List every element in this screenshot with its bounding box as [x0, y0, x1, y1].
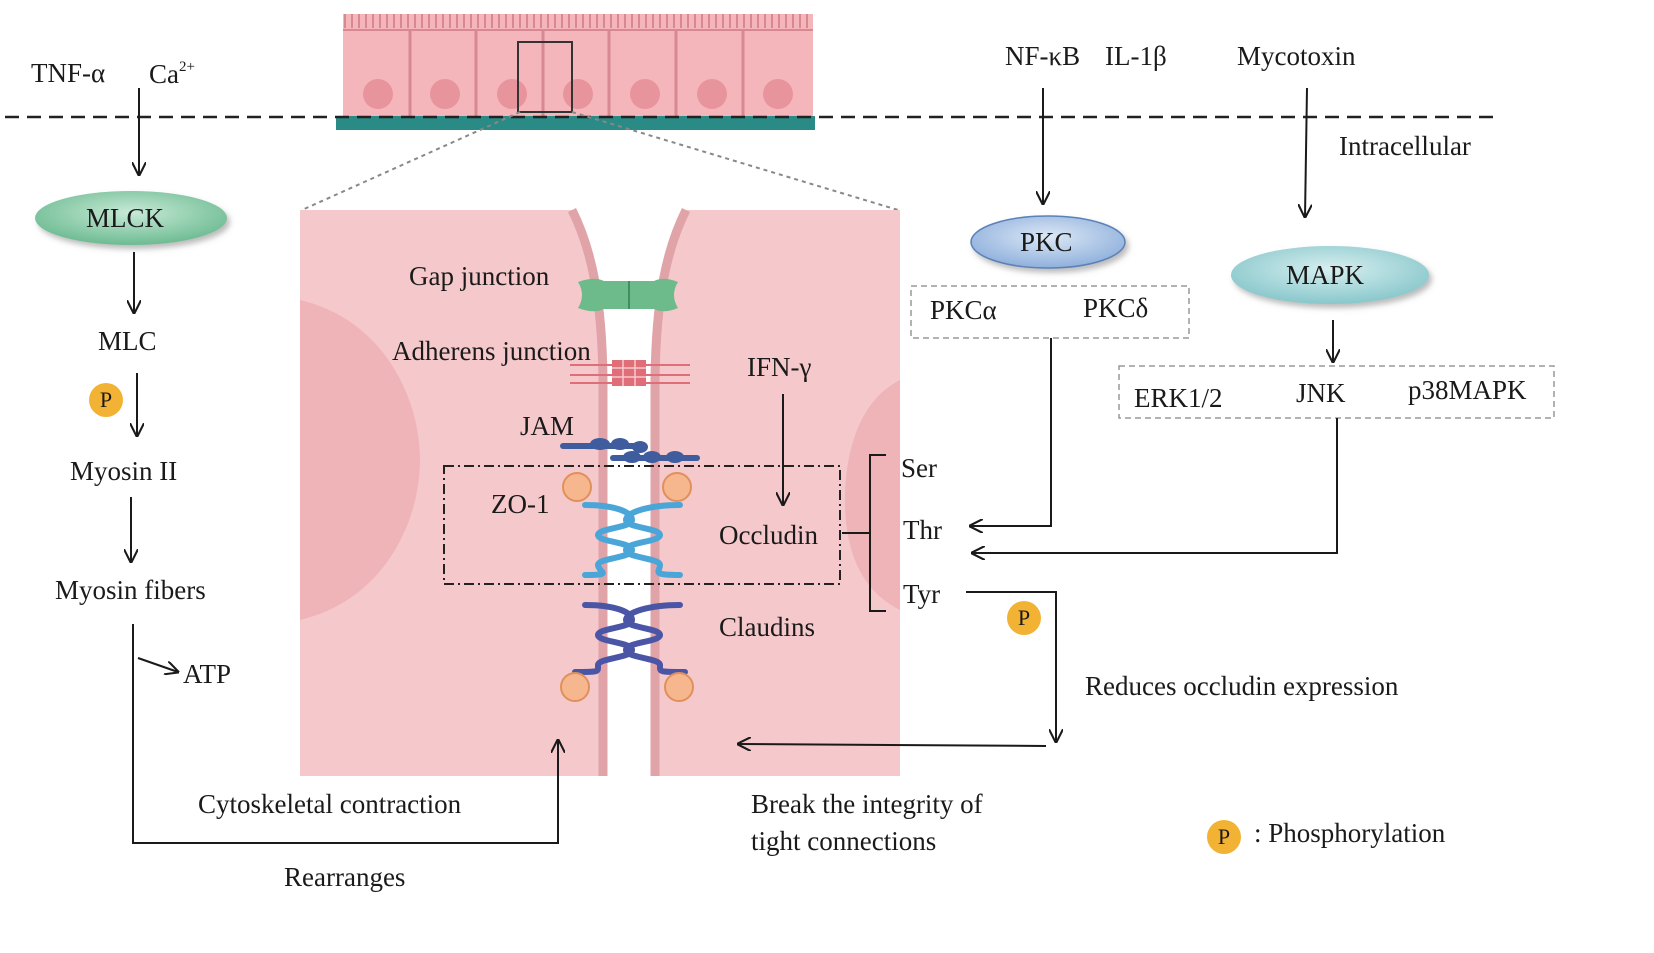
- p38mapk-label: p38MAPK: [1408, 375, 1527, 405]
- pkc-isoform-box: [910, 285, 1190, 339]
- epithelium-strip: [336, 14, 815, 130]
- mlck-ellipse: [35, 191, 227, 245]
- adherens-junction-label: Adherens junction: [392, 336, 591, 366]
- zoomed-junction-panel: [300, 207, 900, 776]
- il1b-label: IL-1β: [1105, 41, 1167, 71]
- gap-junction-shape: [578, 278, 678, 312]
- legend-phosphorylation-badge: P: [1207, 820, 1241, 854]
- claudins-shape: [572, 602, 688, 675]
- reduces-occludin-label: Reduces occludin expression: [1085, 671, 1399, 701]
- adherens-junction-shape: [570, 360, 690, 386]
- jam-shape: [560, 438, 700, 463]
- mycotoxin-label: Mycotoxin: [1237, 41, 1356, 71]
- mapk-ellipse: [1231, 246, 1429, 304]
- phosphorylation-badge-tyr: P: [1007, 601, 1041, 635]
- tyr-label: Tyr: [903, 579, 941, 609]
- intracellular-label: Intracellular: [1339, 131, 1471, 161]
- tnf-alpha-label: TNF-α: [31, 58, 106, 88]
- myosin-ii-label: Myosin II: [70, 456, 178, 486]
- jam-label: JAM: [520, 411, 575, 441]
- erk-label: ERK1/2: [1134, 383, 1223, 413]
- atp-label: ATP: [183, 659, 232, 689]
- nfkb-label: NF-κB: [1005, 41, 1081, 71]
- jnk-label: JNK: [1296, 378, 1346, 408]
- ifn-gamma-label: IFN-γ: [747, 352, 812, 382]
- zoom-box: [517, 41, 573, 113]
- gap-junction-label: Gap junction: [409, 261, 550, 291]
- basement-membrane: [336, 116, 815, 130]
- pkc-ellipse: [970, 215, 1126, 269]
- rearranges-label: Rearranges: [284, 862, 406, 892]
- zo1-label: ZO-1: [491, 489, 550, 519]
- occludin-shape: [582, 502, 683, 578]
- pkc-alpha-label: PKCα: [930, 295, 997, 325]
- claudins-label: Claudins: [719, 612, 816, 642]
- pkc-label: PKC: [1020, 227, 1073, 257]
- myosin-fibers-label: Myosin fibers: [55, 575, 206, 605]
- tight-junction-box: [443, 465, 841, 585]
- legend-phosphorylation-text: : Phosphorylation: [1254, 818, 1446, 848]
- calcium-label: Ca2+: [149, 59, 195, 89]
- phosphorylation-badge: P: [89, 383, 123, 417]
- mapk-label: MAPK: [1286, 260, 1365, 290]
- break-integrity-line2: tight connections: [751, 826, 937, 856]
- mlc-label: MLC: [98, 326, 157, 356]
- break-integrity-line1: Break the integrity of: [751, 789, 983, 819]
- cytoskeletal-contraction-label: Cytoskeletal contraction: [198, 789, 462, 819]
- pathway-arrows: [131, 87, 1337, 844]
- ser-label: Ser: [901, 453, 937, 483]
- occludin-label: Occludin: [719, 520, 818, 550]
- thr-label: Thr: [903, 515, 942, 545]
- pkc-delta-label: PKCδ: [1083, 293, 1149, 323]
- mlck-label: MLCK: [86, 203, 165, 233]
